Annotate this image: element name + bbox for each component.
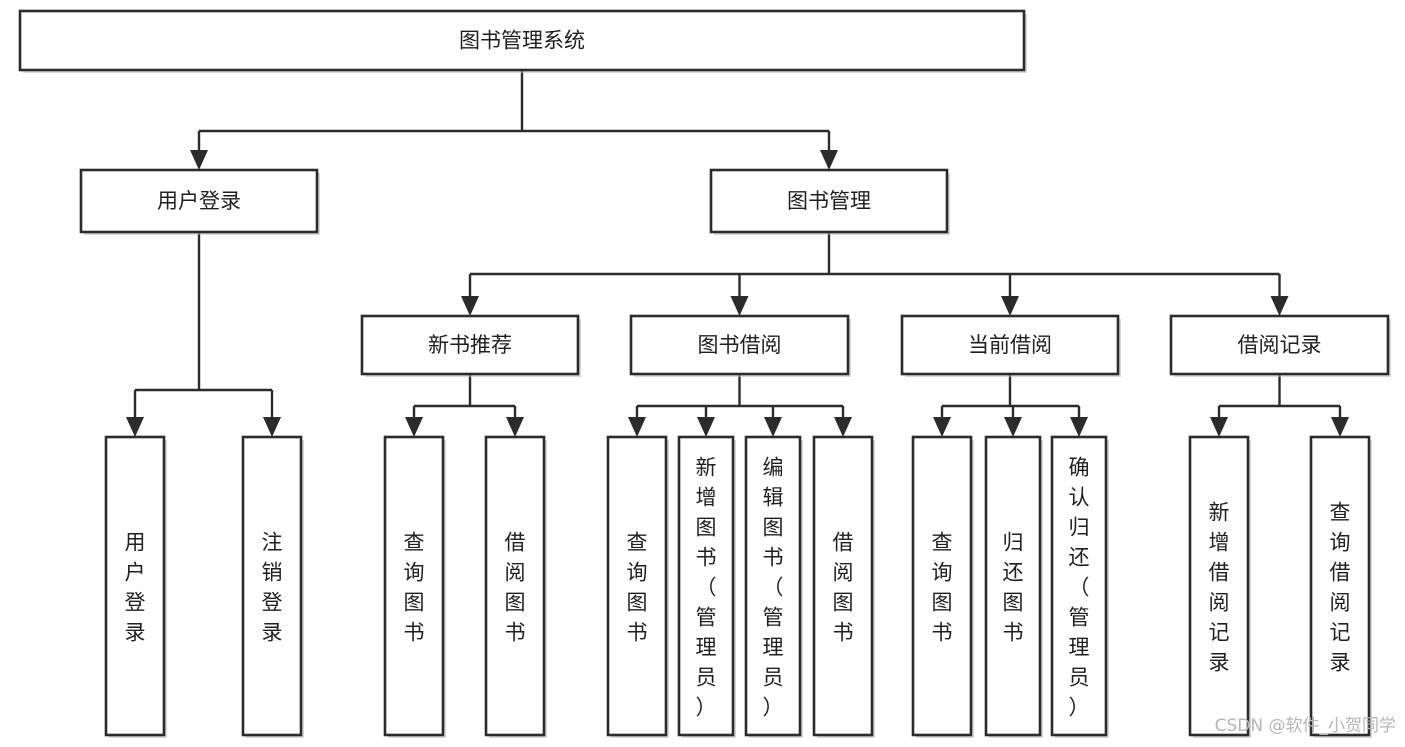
- arrow-head-icon: [933, 417, 951, 437]
- node-box[interactable]: [911, 435, 973, 737]
- node-label: 借阅图书: [833, 530, 854, 644]
- node-label: 新增图书（管理员）: [696, 455, 717, 719]
- node-box[interactable]: [241, 435, 303, 737]
- arrow-head-icon: [1070, 417, 1088, 437]
- nodes-layer: 图书管理系统用户登录图书管理新书推荐图书借阅当前借阅借阅记录用户登录注销登录查询…: [18, 9, 1391, 738]
- node-label: 注销登录: [262, 530, 283, 644]
- arrow-head-icon: [820, 150, 838, 170]
- node-label: 用户登录: [157, 189, 241, 213]
- node-borrow-record[interactable]: 借阅记录: [1169, 314, 1391, 377]
- node-label: 查询图书: [627, 530, 648, 644]
- node-box[interactable]: [1050, 435, 1108, 737]
- node-box[interactable]: [1309, 435, 1371, 737]
- node-leaf-query-book-borrow[interactable]: 查询图书: [606, 435, 669, 738]
- node-box[interactable]: [629, 314, 850, 376]
- node-label: 借阅图书: [505, 530, 526, 644]
- node-box[interactable]: [900, 314, 1120, 376]
- arrow-head-icon: [506, 417, 524, 437]
- node-leaf-borrow-book-rec[interactable]: 借阅图书: [484, 435, 547, 738]
- arrow-head-icon: [1210, 417, 1228, 437]
- node-label: 图书管理: [787, 189, 871, 213]
- arrow-head-icon: [1004, 417, 1022, 437]
- node-label: 当前借阅: [968, 333, 1052, 357]
- connector-group-book-borrow: [628, 374, 852, 437]
- arrow-head-icon: [126, 417, 144, 437]
- node-label: 归还图书: [1003, 530, 1024, 644]
- connector-group-current-borrow: [933, 374, 1088, 437]
- node-label: 查询借阅记录: [1330, 500, 1351, 674]
- node-leaf-user-login[interactable]: 用户登录: [104, 435, 167, 738]
- node-label: 借阅记录: [1238, 333, 1322, 357]
- node-box[interactable]: [104, 435, 166, 737]
- node-box[interactable]: [709, 168, 949, 234]
- arrow-head-icon: [190, 150, 208, 170]
- node-current-borrow[interactable]: 当前借阅: [900, 314, 1121, 377]
- node-book-borrow[interactable]: 图书借阅: [629, 314, 851, 377]
- arrow-head-icon: [405, 417, 423, 437]
- node-label: 确认归还（管理员）: [1069, 455, 1090, 719]
- node-new-book-rec[interactable]: 新书推荐: [360, 314, 581, 377]
- node-box[interactable]: [18, 9, 1026, 72]
- node-label: 图书管理系统: [459, 29, 585, 53]
- connector-group-new-book-rec: [405, 374, 524, 437]
- node-box[interactable]: [677, 435, 735, 737]
- node-label: 用户登录: [125, 530, 146, 644]
- connector-group-borrow-record: [1210, 374, 1349, 437]
- node-leaf-add-record[interactable]: 新增借阅记录: [1188, 435, 1251, 738]
- arrow-head-icon: [834, 417, 852, 437]
- node-box[interactable]: [606, 435, 668, 737]
- node-leaf-query-book-rec[interactable]: 查询图书: [383, 435, 446, 738]
- node-label: 查询图书: [404, 530, 425, 644]
- node-leaf-return-book[interactable]: 归还图书: [984, 435, 1043, 738]
- node-label: 新增借阅记录: [1209, 500, 1230, 674]
- arrow-head-icon: [1331, 417, 1349, 437]
- node-box[interactable]: [79, 168, 319, 234]
- node-leaf-logout[interactable]: 注销登录: [241, 435, 304, 738]
- arrow-head-icon: [461, 296, 479, 316]
- arrow-head-icon: [628, 417, 646, 437]
- node-box[interactable]: [383, 435, 445, 737]
- node-leaf-confirm-return[interactable]: 确认归还（管理员）: [1050, 435, 1109, 738]
- csdn-watermark: CSDN @软件_小贺同学: [1215, 716, 1396, 736]
- node-box[interactable]: [1188, 435, 1250, 737]
- node-box[interactable]: [984, 435, 1042, 737]
- node-leaf-query-record[interactable]: 查询借阅记录: [1309, 435, 1372, 738]
- node-label: 新书推荐: [428, 333, 512, 357]
- node-box[interactable]: [484, 435, 546, 737]
- connector-lines-layer: [126, 70, 1349, 437]
- node-leaf-borrow-book[interactable]: 借阅图书: [812, 435, 875, 738]
- node-user-login[interactable]: 用户登录: [79, 168, 320, 235]
- node-book-manage[interactable]: 图书管理: [709, 168, 950, 235]
- node-label: 图书借阅: [698, 333, 782, 357]
- arrow-head-icon: [1001, 296, 1019, 316]
- node-box[interactable]: [744, 435, 802, 737]
- arrow-head-icon: [1270, 296, 1289, 316]
- arrow-head-icon: [730, 296, 749, 316]
- node-leaf-query-book-cur[interactable]: 查询图书: [911, 435, 974, 738]
- node-box[interactable]: [360, 314, 580, 376]
- node-box[interactable]: [812, 435, 874, 737]
- node-box[interactable]: [1169, 314, 1390, 376]
- connector-group-user-login: [126, 232, 281, 437]
- node-leaf-edit-book[interactable]: 编辑图书（管理员）: [744, 435, 803, 738]
- arrow-head-icon: [764, 417, 782, 437]
- node-label: 编辑图书（管理员）: [763, 455, 784, 719]
- node-label: 查询图书: [932, 530, 953, 644]
- connector-group-root: [190, 70, 838, 170]
- connector-group-book-manage: [461, 232, 1289, 316]
- node-root[interactable]: 图书管理系统: [18, 9, 1027, 73]
- node-leaf-add-book[interactable]: 新增图书（管理员）: [677, 435, 736, 738]
- arrow-head-icon: [263, 417, 281, 437]
- arrow-head-icon: [697, 417, 715, 437]
